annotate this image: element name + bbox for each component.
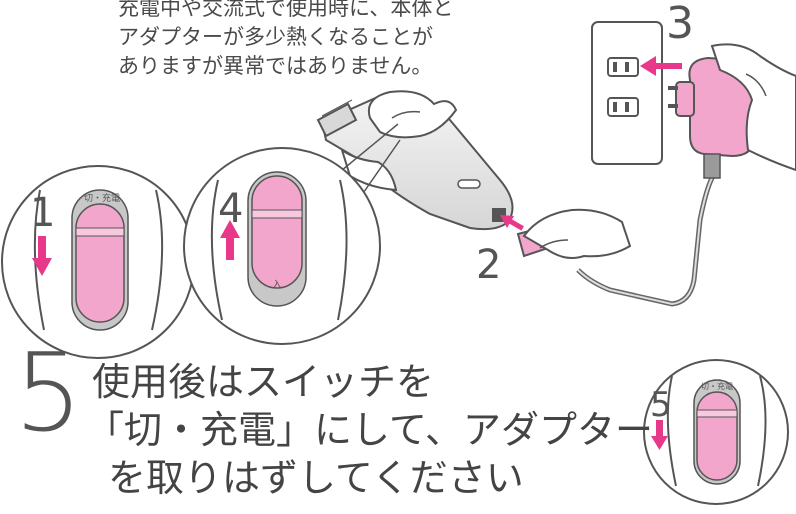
down-arrow-icon [32,236,52,276]
instruction-line-3: を取りはずしてください [108,456,524,500]
instruction-line-2: 「切・充電」にして、アダプター [86,408,653,452]
switch-detail-step-4: 入 4 [183,147,381,345]
ac-adapter [576,43,796,307]
instruction-line-1: 使用後はスイッチを [92,360,435,404]
connect-arrow-icon [500,215,524,231]
plug-arrow-icon [640,56,682,76]
off-charge-label: 切・充電 [84,192,120,204]
step-1-number: 1 [30,190,55,236]
step-5-small-number: 5 [650,385,672,425]
step-3-number: 3 [666,0,694,49]
down-arrow-small-icon [651,420,668,450]
up-arrow-icon [220,220,240,260]
wall-outlet [591,21,663,165]
on-label: 入 [272,280,282,291]
switch-detail-step-1: 切・充電 1 [1,165,195,359]
switch-detail-step-5: 切・充電 5 [643,359,789,505]
heat-notice-line-2: アダプターが多少熱くなることが [118,25,433,49]
step-5-instruction: 使用後はスイッチを 「切・充電」にして、アダプター を取りはずしてください [86,358,653,502]
heat-notice-line-1: 充電中や交流式で使用時に、本体と [118,0,454,20]
dc-plug [516,208,632,259]
step-5-big-number: 5 [14,331,83,456]
heat-notice-line-3: ありますが異常ではありません。 [118,54,433,78]
off-charge-label-small: 切・充電 [701,381,733,391]
trimmer-body [316,90,514,231]
step-2-number: 2 [476,242,501,288]
heat-notice: 充電中や交流式で使用時に、本体と アダプターが多少熱くなることが ありますが異常… [118,0,458,81]
